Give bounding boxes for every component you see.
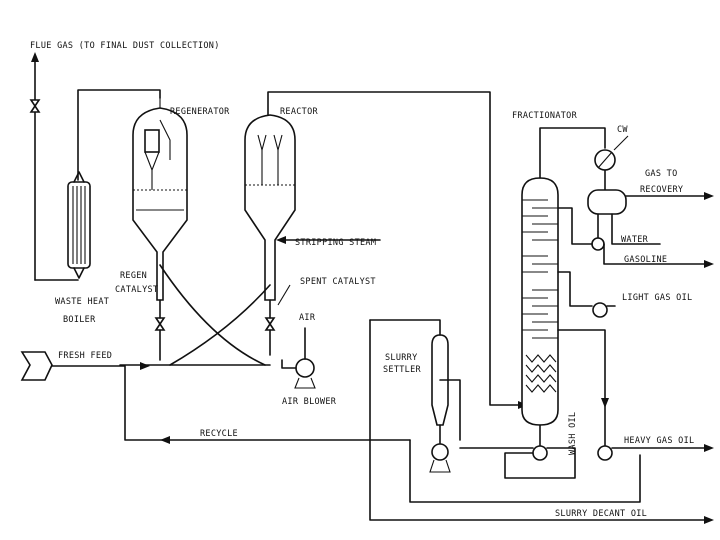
recovery-label: RECOVERY	[640, 185, 683, 195]
recycle-line	[160, 436, 170, 444]
waste-heat-boiler	[67, 89, 161, 279]
wash-oil-label: WASH OIL	[568, 412, 578, 455]
spent-catalyst-label: SPENT CATALYST	[300, 277, 376, 287]
fractionator-column	[459, 127, 714, 479]
water-label: WATER	[621, 235, 649, 245]
regenerator-vessel	[132, 98, 188, 361]
cw-label: CW	[617, 125, 628, 135]
regen-label: REGEN	[120, 271, 147, 281]
flue-gas-line	[29, 52, 79, 281]
reactor-vessel	[244, 91, 528, 409]
boiler-label: BOILER	[63, 315, 96, 325]
fractionator-label: FRACTIONATOR	[512, 111, 578, 121]
catalyst-label: CATALYST	[115, 285, 158, 295]
flue-gas-label: FLUE GAS (TO FINAL DUST COLLECTION)	[30, 41, 220, 51]
heavy-gas-oil-label: HEAVY GAS OIL	[624, 436, 694, 446]
reactor-label: REACTOR	[280, 107, 319, 117]
light-gas-oil-label: LIGHT GAS OIL	[622, 293, 692, 303]
settler-label: SETTLER	[383, 365, 422, 375]
fresh-feed-label: FRESH FEED	[58, 351, 112, 361]
slurry-decant-oil-label: SLURRY DECANT OIL	[555, 509, 647, 519]
label-layer: FLUE GAS (TO FINAL DUST COLLECTION) REGE…	[30, 41, 694, 519]
recycle-label: RECYCLE	[200, 429, 238, 439]
gasoline-label: GASOLINE	[624, 255, 667, 265]
air-blower-label: AIR BLOWER	[282, 397, 337, 407]
air-label: AIR	[299, 313, 316, 323]
stripping-steam-label: STRIPPING STEAM	[295, 238, 376, 248]
slurry-settler	[369, 319, 714, 524]
waste-heat-label: WASTE HEAT	[55, 297, 109, 307]
air-blower	[281, 327, 316, 389]
gas-to-label: GAS TO	[645, 169, 678, 179]
slurry-label: SLURRY	[385, 353, 418, 363]
fresh-feed-inlet	[20, 351, 411, 441]
regenerator-label: REGENERATOR	[170, 107, 230, 117]
